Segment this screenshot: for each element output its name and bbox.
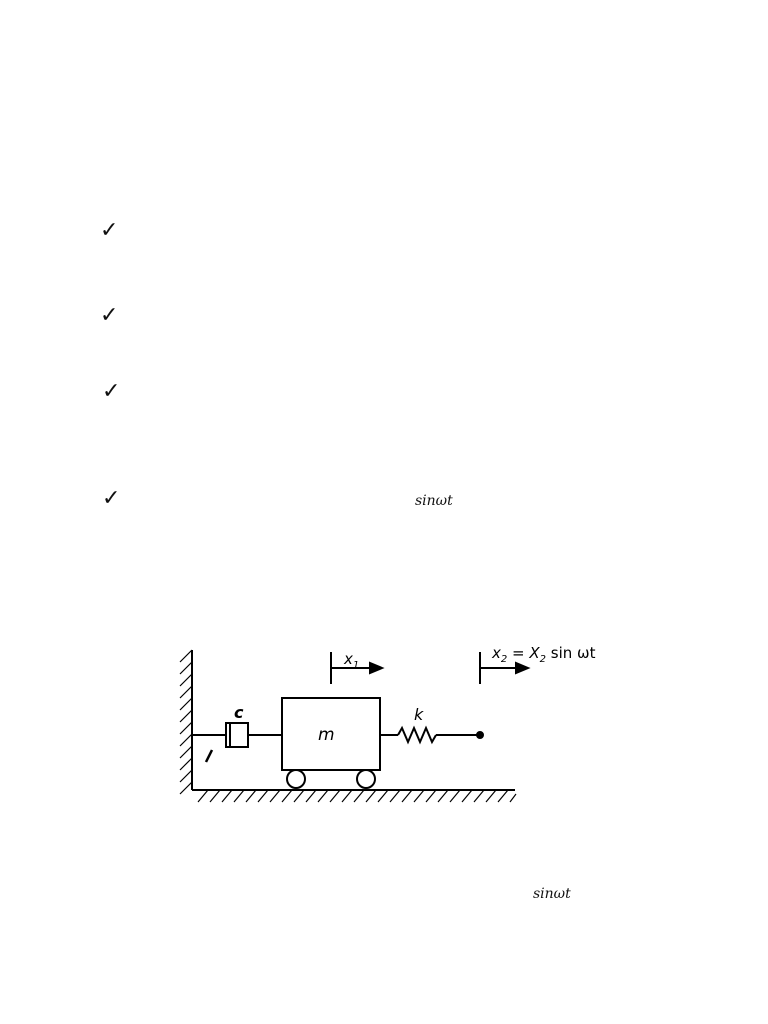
label-k: k (414, 705, 424, 724)
spring-mass-damper-figure: x1 c m k x2 = X2 sin ωt (179, 644, 596, 803)
x1-arrow-icon (330, 652, 385, 684)
inline-math-1: sinωt (415, 493, 453, 509)
label-x1: x1 (343, 650, 359, 671)
wall-hatch (179, 649, 193, 795)
ground-hatch (197, 789, 517, 803)
checkmark-icon-2: ✓ (100, 303, 119, 328)
inline-math-2: sinωt (533, 886, 571, 902)
base-point (476, 731, 484, 739)
spring-icon (380, 725, 480, 745)
label-m: m (318, 725, 335, 745)
checkmark-icon-1: ✓ (100, 218, 119, 243)
checkmark-icon-4: ✓ (102, 486, 121, 511)
wheel-right (356, 769, 376, 789)
label-c: c (234, 703, 244, 722)
wheel-left (286, 769, 306, 789)
x2-arrow-icon (479, 652, 531, 684)
label-x2-equation: x2 = X2 sin ωt (491, 644, 596, 665)
mass-block (281, 697, 381, 771)
damper-icon (192, 722, 282, 763)
checkmark-icon-3: ✓ (102, 379, 121, 404)
